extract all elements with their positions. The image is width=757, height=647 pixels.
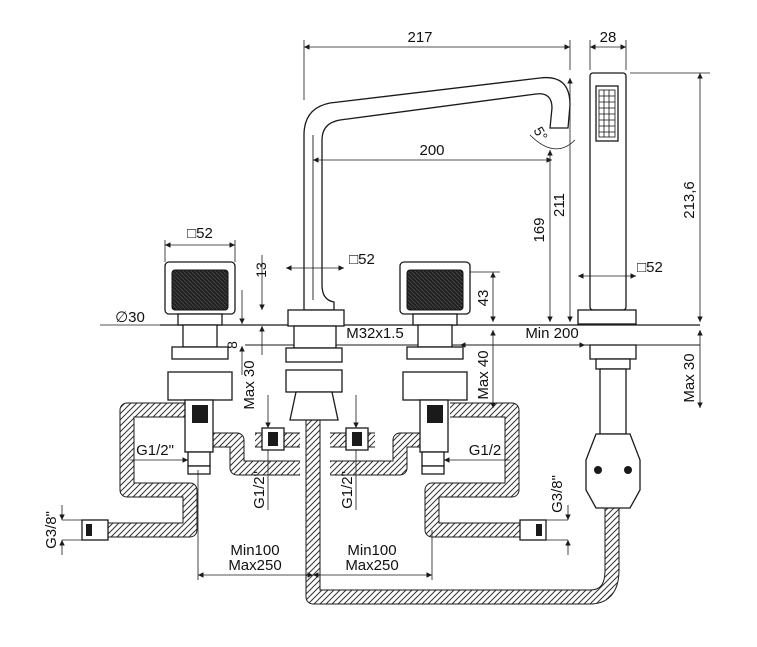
right-valve [399,261,471,467]
dim-thread: M32x1.5 [346,325,404,342]
dim-max-30-right: Max 30 [681,353,698,402]
dim-13: 13 [253,262,269,278]
dim-g38-left: G3/8" [43,511,60,549]
dim-angle-5: 5° [531,124,552,144]
dimension-lines [59,40,710,580]
dim-max-40: Max 40 [475,350,492,399]
dim-square-52-spout: □52 [349,251,375,268]
dim-213-6: 213,6 [681,181,698,219]
dim-max-30-left: Max 30 [241,360,258,409]
dim-211: 211 [551,193,568,217]
dim-169: 169 [531,217,548,242]
left-valve [164,261,236,467]
dim-28: 28 [600,29,617,46]
dim-g38-right: G3/8" [549,475,566,513]
dim-max250-right: Max250 [345,557,398,574]
dim-43: 43 [475,290,492,307]
dim-200: 200 [419,142,444,159]
dim-8: 8 [224,341,240,349]
dim-g12-vert-left: G1/2" [251,471,268,509]
dim-max250-left: Max250 [228,557,281,574]
hand-shower [577,72,641,509]
dim-diameter-30: ∅30 [115,309,145,326]
dim-square-52-shower: □52 [637,259,663,276]
dim-min-200: Min 200 [525,325,578,342]
dimension-labels: 217 28 200 5° 169 211 213,6 □52 □52 □52 … [43,29,698,574]
dim-g12-right: G1/2 [469,442,502,459]
spray-grid [598,89,616,138]
dim-217: 217 [407,29,432,46]
dim-square-52-left: □52 [187,225,213,242]
dim-g12-left: G1/2" [136,442,174,459]
spout [261,76,571,451]
dim-min100-left: Min100 [230,542,279,559]
dim-g12-vert-right: G1/2" [339,471,356,509]
dim-min100-right: Min100 [347,542,396,559]
